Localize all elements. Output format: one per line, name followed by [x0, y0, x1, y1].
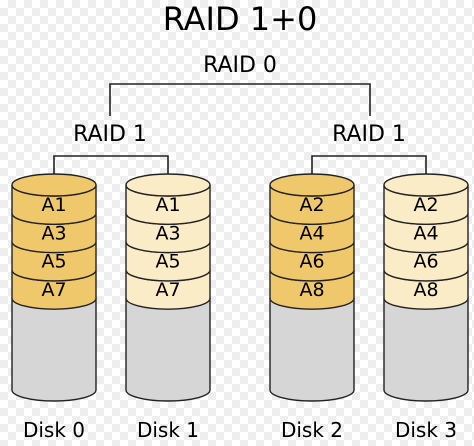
raid1-left-connector [53, 155, 169, 176]
disk-block-label: A4 [299, 222, 324, 244]
disk-top [125, 173, 211, 197]
raid0-label: RAID 0 [203, 53, 277, 78]
disk-top [383, 173, 469, 197]
disk-body [269, 297, 355, 402]
disk-block-label: A2 [299, 194, 324, 216]
diagram-title: RAID 1+0 [163, 0, 318, 38]
connector-lines [53, 83, 427, 176]
disk-block-label: A2 [413, 194, 438, 216]
disk-body [125, 297, 211, 402]
disk-body [383, 297, 469, 402]
disk-block-label: A6 [299, 251, 324, 273]
disk-block-label: A1 [41, 194, 66, 216]
disk-block-label: A6 [413, 251, 438, 273]
raid1-right-connector [311, 155, 427, 176]
disk-name: Disk 0 [23, 418, 85, 442]
raid1-left-label: RAID 1 [73, 122, 147, 147]
raid0-connector [109, 83, 371, 116]
raid1-right-label: RAID 1 [332, 122, 406, 147]
disk-block-label: A3 [155, 222, 180, 244]
disk-body [11, 297, 97, 402]
disk-block-label: A4 [413, 222, 438, 244]
disk-name: Disk 2 [281, 418, 343, 442]
disk-block-label: A3 [41, 222, 66, 244]
disk-top [269, 173, 355, 197]
disk-block-label: A8 [299, 279, 324, 301]
disk-block-label: A8 [413, 279, 438, 301]
disk-block-label: A1 [155, 194, 180, 216]
disk-name: Disk 3 [395, 418, 457, 442]
disk-block-label: A7 [155, 279, 180, 301]
disk-block-label: A5 [155, 251, 180, 273]
disk-top [11, 173, 97, 197]
disk-block-label: A5 [41, 251, 66, 273]
disk-name: Disk 1 [137, 418, 199, 442]
disk-block-label: A7 [41, 279, 66, 301]
